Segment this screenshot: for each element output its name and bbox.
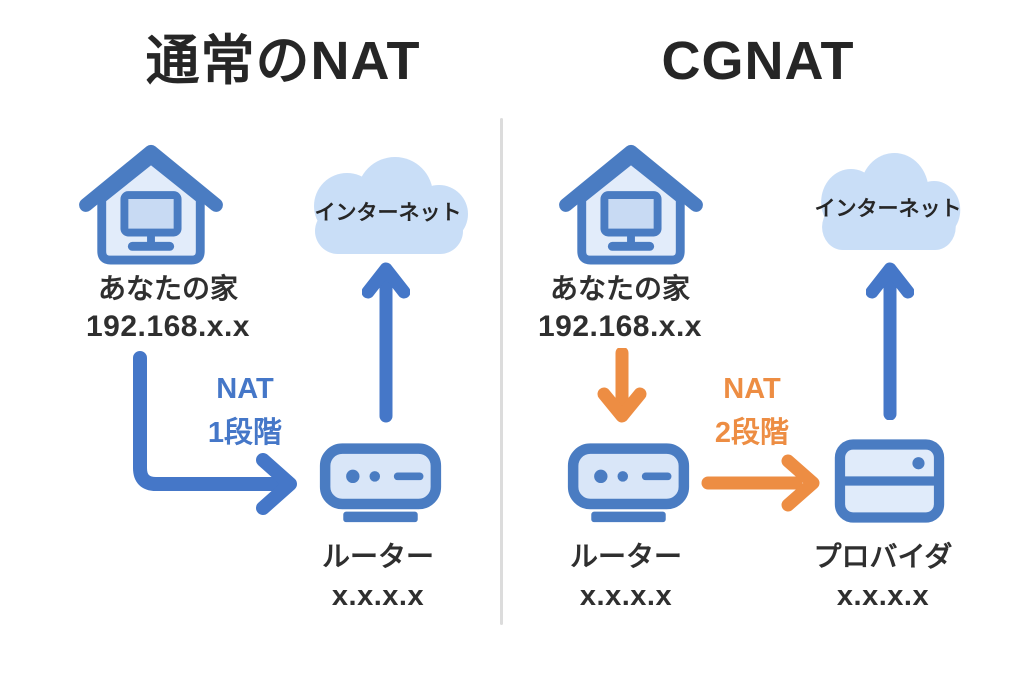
cloud-icon (314, 157, 468, 254)
nat-stage-line2: 1段階 (207, 416, 283, 449)
provider-server-icon (834, 439, 945, 523)
internet-label: インターネット (814, 197, 962, 221)
nat-stage-note: NAT 2段階 (692, 368, 812, 455)
arrow-provider-to-internet (866, 262, 914, 420)
home-label: あなたの家 (97, 273, 238, 304)
router-icon (567, 443, 690, 523)
house-computer-icon (559, 144, 703, 265)
internet-cloud: インターネット (804, 150, 972, 252)
router-ip: x.x.x.x (579, 580, 673, 612)
house-computer-icon (79, 144, 223, 265)
nat-stage-line2: 2段階 (714, 416, 790, 449)
provider-ip: x.x.x.x (836, 580, 930, 612)
arrow-router-to-internet (362, 262, 410, 423)
router-label: ルーター (569, 541, 682, 572)
arrow-router-to-provider (701, 454, 820, 512)
home-label: あなたの家 (549, 273, 690, 304)
provider-label: プロバイダ (813, 541, 953, 572)
router-label: ルーター (321, 541, 434, 572)
normal-nat-title: 通常のNAT (145, 31, 421, 91)
nat-stage-line1: NAT (216, 373, 274, 405)
cgnat-title: CGNAT (661, 31, 855, 91)
nat-stage-note: NAT 1段階 (185, 368, 305, 455)
home-ip: 192.168.x.x (86, 310, 250, 343)
internet-cloud: インターネット (295, 154, 481, 256)
internet-label: インターネット (314, 201, 462, 225)
panel-divider (500, 118, 503, 625)
cloud-icon (821, 153, 961, 250)
home-ip: 192.168.x.x (538, 310, 702, 343)
nat-stage-line1: NAT (723, 373, 781, 405)
router-icon (319, 443, 442, 523)
router-ip: x.x.x.x (331, 580, 425, 612)
arrow-home-to-router (597, 348, 647, 423)
arrow-home-to-router (133, 351, 297, 515)
